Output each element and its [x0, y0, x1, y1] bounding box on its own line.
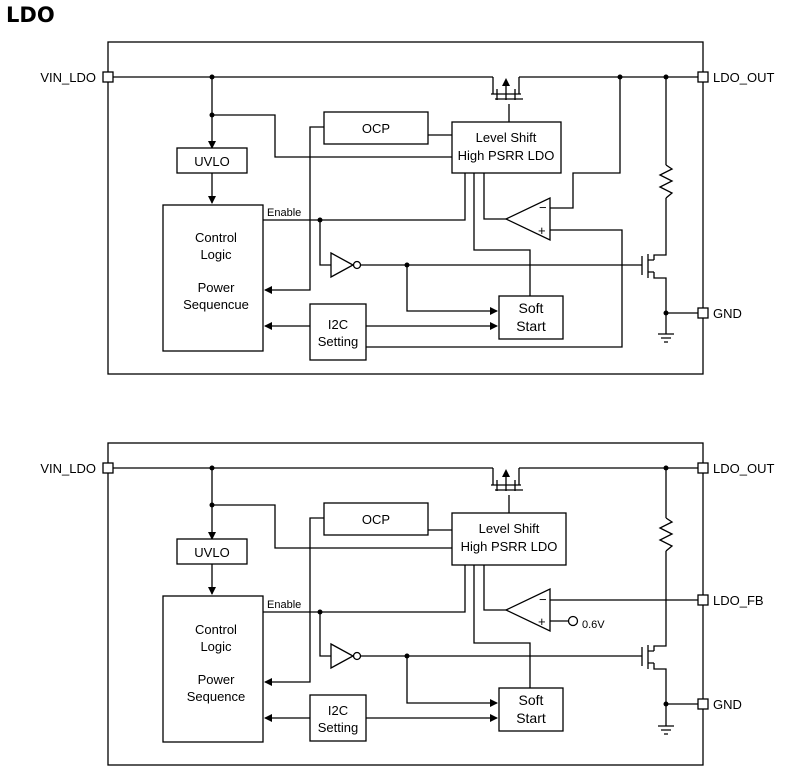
wire-ocp-to-control — [264, 517, 324, 686]
pin-label-ldo-out: LDO_OUT — [713, 70, 774, 85]
ocp-block — [323, 111, 429, 145]
svg-text:−: − — [539, 200, 547, 215]
vref-label: 0.6V — [582, 619, 605, 631]
level-shift-block — [451, 121, 562, 174]
pass-pmos-transistor — [491, 468, 523, 491]
diagram-ldo-1: VIN_LDO LDO_OUT GND — [40, 41, 774, 375]
soft-start-label-2: Start — [516, 318, 546, 334]
i2c-label-1: I2C — [328, 317, 348, 332]
feedback-resistor — [658, 517, 674, 552]
control-label-2: Logic — [200, 247, 232, 262]
uvlo-label: UVLO — [194, 545, 229, 560]
page-title: LDO — [6, 3, 55, 27]
soft-start-label-1: Soft — [519, 300, 544, 316]
enable-nmos-transistor — [641, 645, 654, 669]
pin-label-vin-ldo: VIN_LDO — [40, 70, 96, 85]
error-amplifier: − + — [504, 196, 551, 242]
uvlo-block — [176, 147, 248, 174]
soft-start-label-1: Soft — [519, 692, 544, 708]
pin-ldo-out — [697, 462, 709, 474]
i2c-label-2: Setting — [318, 334, 358, 349]
wire-erramp-feedback — [550, 77, 621, 209]
wire-i2c-to-error-amp — [366, 229, 623, 348]
wire-level-shift-to-soft-start — [473, 173, 531, 296]
wire-enable-to-inverter — [319, 220, 331, 266]
wire-enable-to-inverter — [319, 612, 331, 657]
pin-gnd — [697, 307, 709, 319]
uvlo-label: UVLO — [194, 154, 229, 169]
soft-start-block — [498, 687, 564, 732]
i2c-label-2: Setting — [318, 720, 358, 735]
wire-ocp-to-control — [264, 126, 324, 294]
wire-vin-to-level-shift — [212, 114, 452, 158]
wire-inverter-to-soft-start — [406, 265, 498, 315]
wire-resistor-to-nmos — [653, 198, 667, 260]
ocp-label: OCP — [362, 512, 390, 527]
pin-ldo-fb — [697, 594, 709, 606]
soft-start-label-2: Start — [516, 710, 546, 726]
enable-signal-label: Enable — [267, 207, 301, 219]
pin-ldo-out — [697, 71, 709, 83]
vref-terminal — [567, 615, 579, 627]
control-label-2: Logic — [200, 639, 232, 654]
i2c-setting-block — [309, 303, 367, 361]
wire-erramp-to-level-shift — [483, 173, 506, 220]
control-label-4: Sequence — [187, 689, 246, 704]
i2c-label-1: I2C — [328, 703, 348, 718]
control-label-4: Sequencue — [183, 297, 249, 312]
pin-vin-ldo — [102, 71, 114, 83]
level-shift-label-1: Level Shift — [476, 130, 537, 145]
ocp-block — [323, 502, 429, 536]
enable-inverter — [330, 642, 362, 670]
wire-resistor-to-nmos — [653, 551, 667, 651]
pin-gnd — [697, 698, 709, 710]
level-shift-block — [451, 512, 567, 566]
ground-symbol — [658, 725, 674, 735]
control-logic-block — [162, 204, 264, 352]
wire-erramp-to-level-shift — [483, 565, 506, 611]
ocp-label: OCP — [362, 121, 390, 136]
pin-label-ldo-out: LDO_OUT — [713, 461, 774, 476]
enable-signal-label: Enable — [267, 599, 301, 611]
pin-label-gnd: GND — [713, 697, 742, 712]
level-shift-label-2: High PSRR LDO — [461, 539, 558, 554]
pin-label-ldo-fb: LDO_FB — [713, 593, 764, 608]
enable-inverter — [330, 251, 362, 279]
pin-label-vin-ldo: VIN_LDO — [40, 461, 96, 476]
chip-outline — [107, 41, 704, 375]
control-logic-block — [162, 595, 264, 743]
wire-enable — [263, 173, 466, 221]
wire-inverter-to-soft-start — [406, 656, 498, 707]
level-shift-label-1: Level Shift — [479, 521, 540, 536]
svg-text:−: − — [539, 592, 547, 607]
diagram-ldo-2: VIN_LDO LDO_OUT LDO_FB GND — [40, 442, 774, 766]
i2c-setting-block — [309, 694, 367, 742]
pin-vin-ldo — [102, 462, 114, 474]
enable-nmos-transistor — [641, 254, 654, 278]
uvlo-block — [176, 538, 248, 565]
wire-enable — [263, 565, 466, 613]
pass-pmos-transistor — [491, 77, 523, 100]
wire-nmos-to-gnd — [653, 272, 667, 334]
svg-text:+: + — [538, 223, 546, 238]
wire-vin-to-level-shift — [212, 504, 452, 549]
control-label-3: Power — [198, 280, 236, 295]
ground-symbol — [658, 333, 674, 343]
soft-start-block — [498, 295, 564, 340]
control-label-1: Control — [195, 622, 237, 637]
control-label-1: Control — [195, 230, 237, 245]
wire-nmos-to-gnd — [653, 663, 667, 726]
error-amplifier: − + — [504, 587, 551, 633]
svg-text:+: + — [538, 614, 546, 629]
level-shift-label-2: High PSRR LDO — [458, 148, 555, 163]
control-label-3: Power — [198, 672, 236, 687]
feedback-resistor — [658, 164, 674, 199]
pin-label-gnd: GND — [713, 306, 742, 321]
wire-level-shift-to-soft-start — [473, 565, 531, 688]
